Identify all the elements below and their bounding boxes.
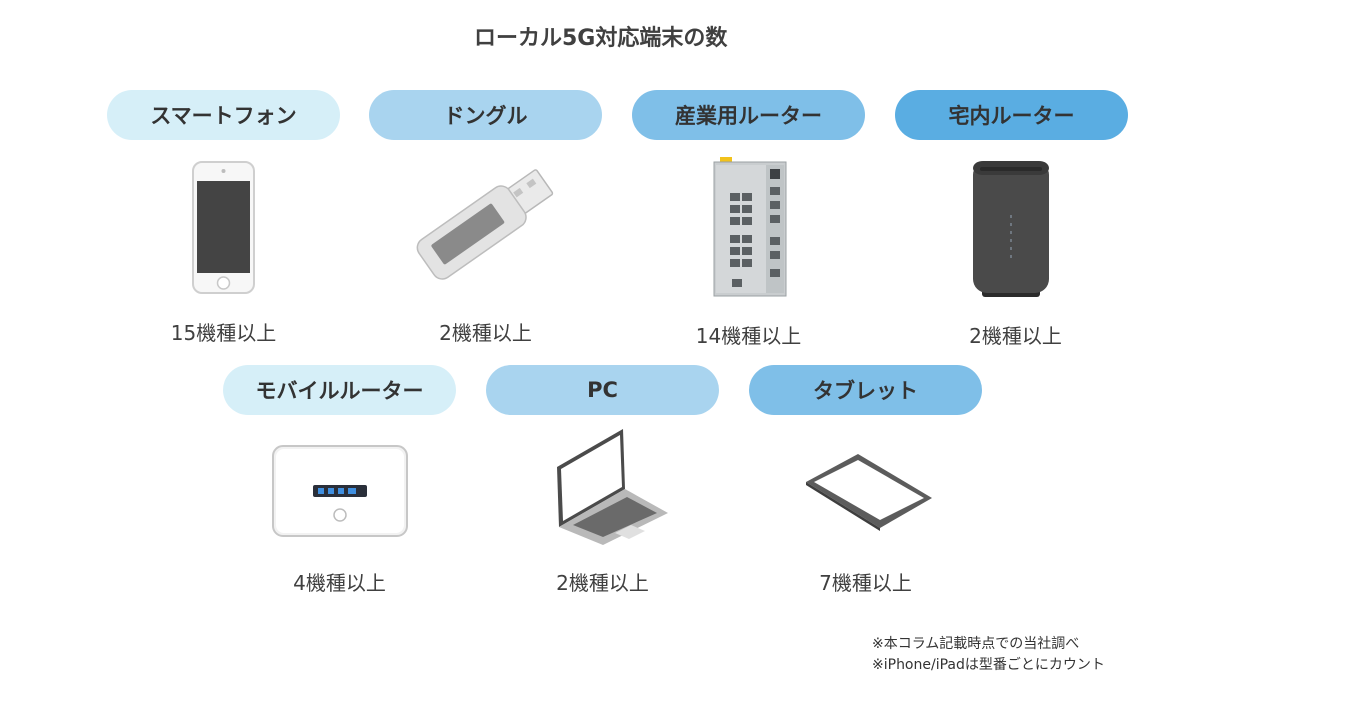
footnotes: ※本コラム記載時点での当社調べ ※iPhone/iPadは型番ごとにカウント [872,634,1105,676]
usb-dongle-icon [416,169,554,280]
home-router-icon [973,161,1049,297]
page-title: ローカル5G対応端末の数 [474,26,728,51]
footnote: ※iPhone/iPadは型番ごとにカウント [872,657,1105,673]
device-count: 7機種以上 [819,571,912,595]
tablet-icon [806,454,932,531]
industrial-router-icon [713,157,787,297]
category-pill-smartphone: スマートフォン [107,90,340,140]
device-count: 2機種以上 [556,571,649,595]
mobile-router-icon [272,445,408,537]
category-pill-dongle: ドングル [369,90,602,140]
category-label: 宅内ルーター [948,104,1075,128]
device-count: 14機種以上 [695,324,802,348]
device-count: 2機種以上 [969,324,1062,348]
category-label: 産業用ルーター [675,104,822,128]
device-count: 15機種以上 [170,321,277,345]
laptop-icon [557,429,668,545]
category-label: PC [587,378,618,402]
device-count: 2機種以上 [439,321,532,345]
smartphone-icon [192,161,255,294]
category-label: タブレット [813,379,918,403]
category-label: スマートフォン [150,104,297,128]
category-pill-industrial-router: 産業用ルーター [632,90,865,140]
footnote: ※本コラム記載時点での当社調べ [872,636,1080,652]
category-pill-tablet: タブレット [749,365,982,415]
category-label: ドングル [443,104,528,128]
category-pill-mobile-router: モバイルルーター [223,365,456,415]
category-pill-home-router: 宅内ルーター [895,90,1128,140]
category-pill-pc: PC [486,365,719,415]
category-label: モバイルルーター [255,379,424,403]
device-count: 4機種以上 [293,571,386,595]
